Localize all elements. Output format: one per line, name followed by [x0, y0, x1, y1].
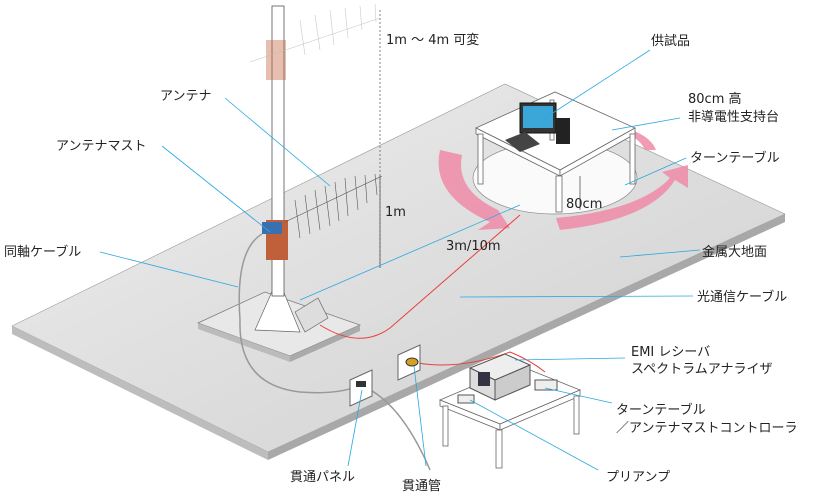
- distance-label: 3m/10m: [446, 239, 501, 254]
- height-range-label: 1m ～ 4m 可変: [386, 32, 479, 48]
- table-height-label: 80cm 高: [688, 91, 742, 107]
- antenna-top-ghost: [249, 3, 381, 63]
- panel-label: 貫通パネル: [290, 470, 355, 485]
- emi-receiver: [468, 353, 532, 401]
- optical-cable: [319, 214, 546, 373]
- eut-computer: [505, 102, 570, 152]
- preamp-label: プリアンプ: [606, 470, 670, 485]
- optical-cable-label: 光通信ケーブル: [697, 289, 787, 305]
- feedthrough-panel: [349, 369, 373, 407]
- tube-label: 貫通管: [402, 479, 441, 494]
- antenna-mast: [262, 5, 288, 297]
- rotation-arrow-left: [438, 150, 510, 230]
- controller-label-1: ターンテーブル: [616, 402, 706, 418]
- ground-plane-label: 金属大地面: [702, 244, 767, 260]
- leader-lines: [99, 49, 701, 471]
- table-material-label: 非導電性支持台: [688, 110, 779, 125]
- rotation-arrow-right: [556, 165, 688, 230]
- receiver-label-2: スペクトラムアナライザ: [631, 362, 772, 377]
- mast-base: [197, 277, 361, 362]
- antenna-label: アンテナ: [160, 89, 211, 104]
- one-meter-label: 1m: [385, 205, 406, 220]
- eut-label: 供試品: [651, 33, 690, 49]
- dimension-lines: [299, 10, 581, 301]
- preamp-unit: [457, 394, 475, 404]
- coax-cable-label: 同軸ケーブル: [4, 244, 81, 260]
- log-periodic-antenna: [284, 173, 383, 239]
- coax-cable: [238, 233, 431, 471]
- eighty-cm-label: 80cm: [566, 197, 602, 212]
- controller-label-2: ／アンテナマストコントローラ: [616, 421, 797, 436]
- turntable-label: ターンテーブル: [690, 150, 780, 166]
- receiver-label-1: EMI レシーバ: [631, 345, 710, 360]
- antenna-mast-label: アンテナマスト: [56, 139, 146, 154]
- controller-unit: [534, 379, 558, 391]
